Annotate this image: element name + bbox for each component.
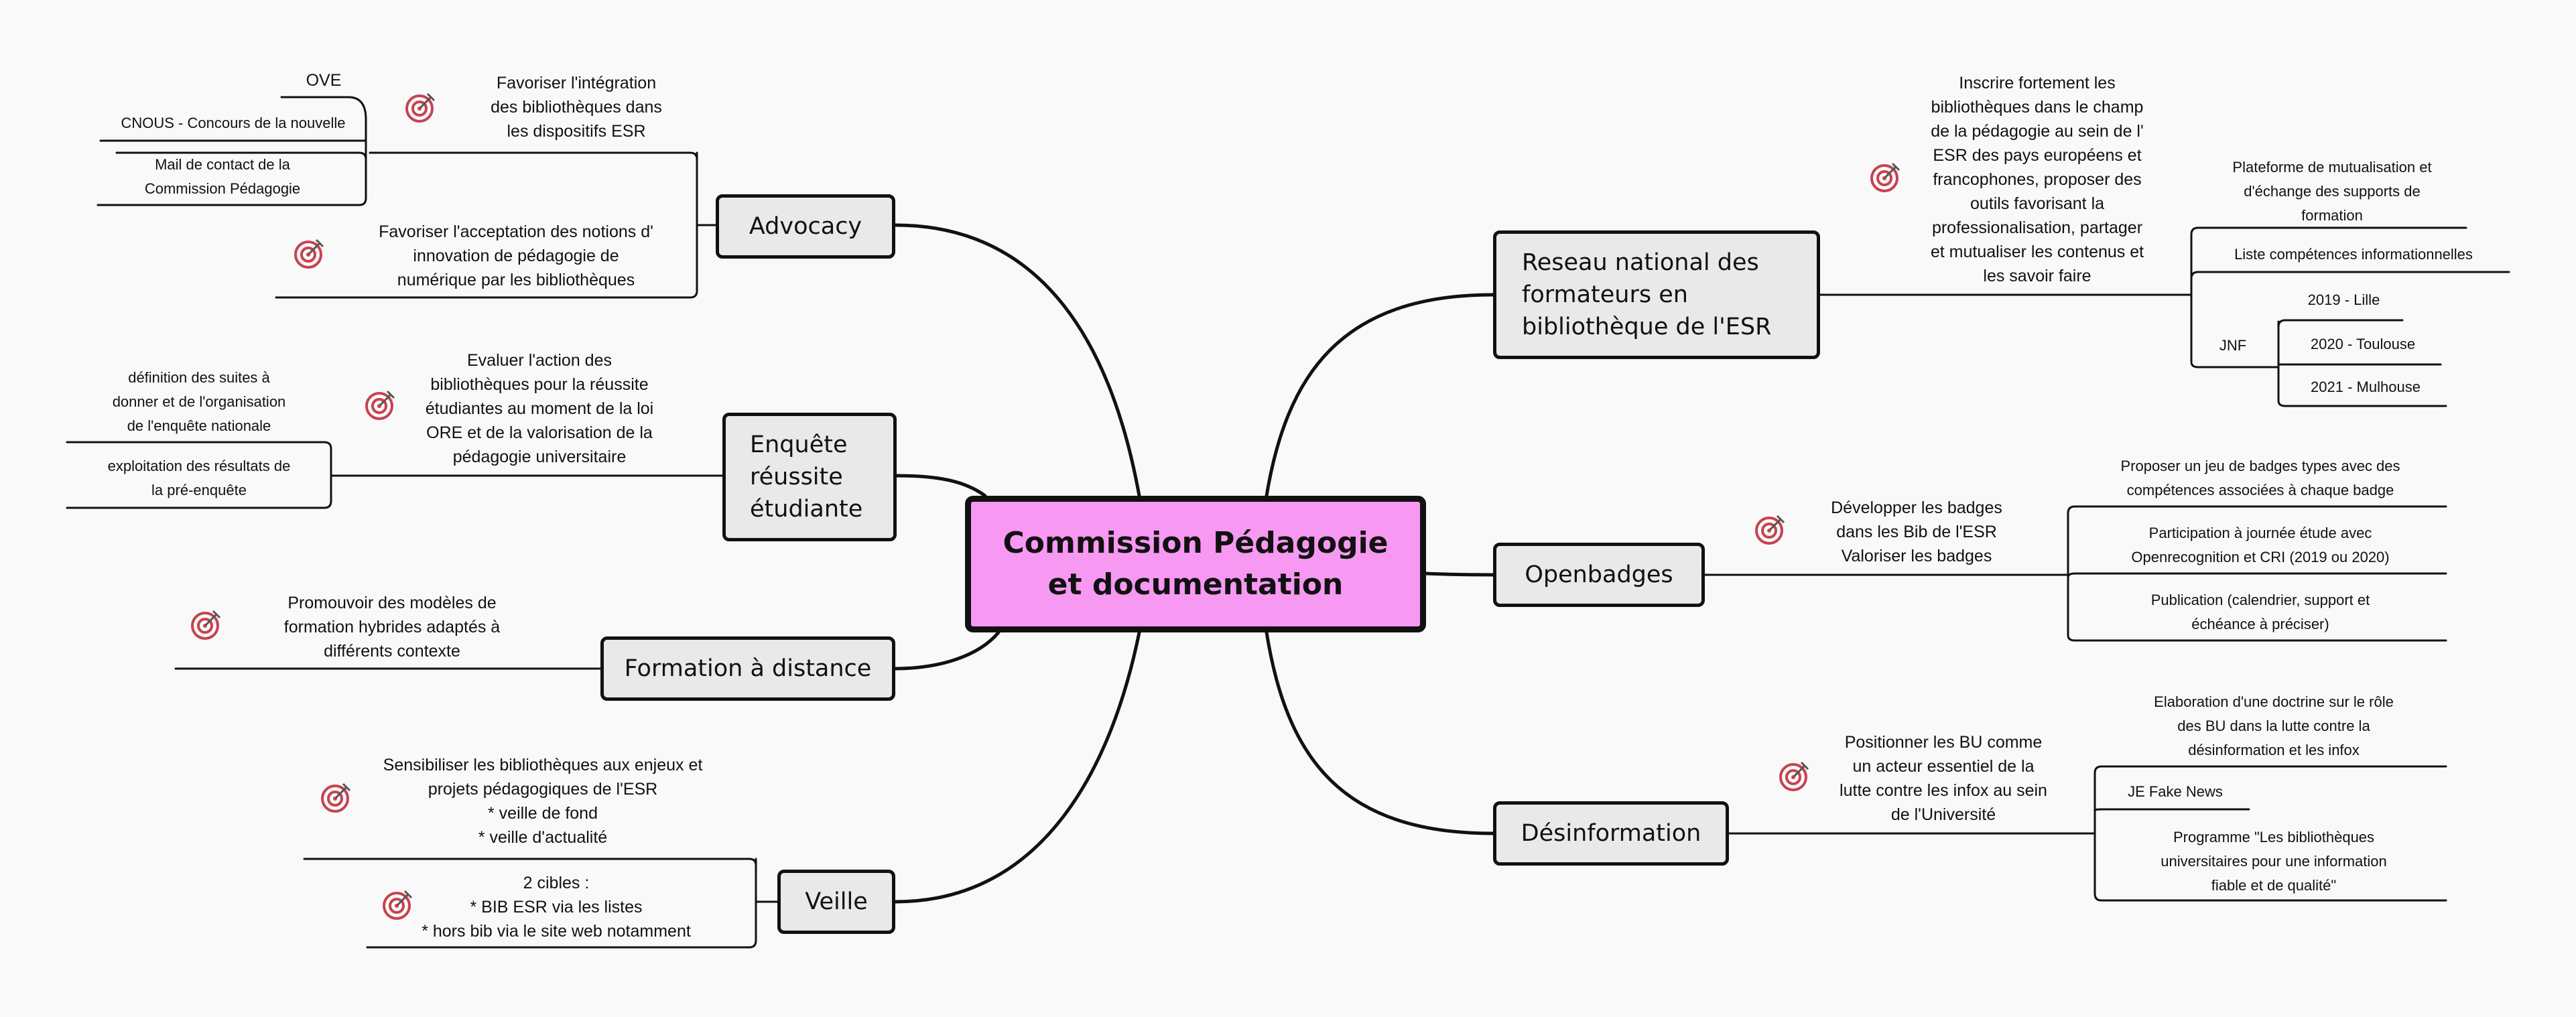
- enquete-item-definition[interactable]: définition des suites à donner et de l'o…: [112, 369, 286, 434]
- topic-desinformation-label: Désinformation: [1521, 820, 1701, 847]
- topic-desinformation[interactable]: Désinformation: [1493, 801, 1729, 866]
- advocacy-item-ove[interactable]: OVE: [306, 71, 342, 90]
- topic-formation-label: Formation à distance: [624, 655, 872, 682]
- topic-openbadges[interactable]: Openbadges: [1493, 543, 1705, 607]
- jnf-item-2021[interactable]: 2021 - Mulhouse: [2311, 379, 2421, 395]
- connector-central-openbadges: [1424, 571, 1495, 577]
- target-icon: [1870, 162, 1901, 192]
- openbadges-item-publication[interactable]: Publication (calendrier, support et éché…: [2150, 592, 2370, 632]
- target-icon: [294, 239, 324, 269]
- target-icon: [1779, 761, 1809, 791]
- topic-formation[interactable]: Formation à distance: [600, 636, 895, 701]
- desinformation-item-doctrine[interactable]: Elaboration d'une doctrine sur le rôle d…: [2154, 693, 2394, 758]
- reseau-jnf-label[interactable]: JNF: [2219, 337, 2247, 354]
- target-icon: [1755, 515, 1785, 545]
- topic-veille[interactable]: Veille: [777, 870, 895, 934]
- reseau-item-plateforme[interactable]: Plateforme de mutualisation et d'échange…: [2232, 159, 2432, 224]
- openbadges-item-journee-etude[interactable]: Participation à journée étude avec Openr…: [2131, 525, 2390, 565]
- target-icon: [191, 610, 221, 640]
- reseau-objective[interactable]: Inscrire fortement les bibliothèques dan…: [1930, 74, 2144, 285]
- desinformation-item-programme[interactable]: Programme "Les bibliothèques universitai…: [2161, 829, 2387, 894]
- veille-objective-cibles[interactable]: 2 cibles : * BIB ESR via les listes * ho…: [422, 874, 691, 941]
- central-topic[interactable]: Commission Pédagogie et documentation: [965, 496, 1426, 632]
- veille-objective-sensibiliser[interactable]: Sensibiliser les bibliothèques aux enjeu…: [383, 756, 703, 847]
- topic-advocacy[interactable]: Advocacy: [716, 194, 895, 259]
- jnf-item-2020[interactable]: 2020 - Toulouse: [2310, 336, 2416, 352]
- enquete-objective[interactable]: Evaluer l'action des bibliothèques pour …: [425, 351, 654, 466]
- topic-enquete[interactable]: Enquête réussite étudiante: [722, 413, 897, 541]
- connector-central-veille: [893, 630, 1141, 904]
- topic-advocacy-label: Advocacy: [749, 213, 862, 240]
- reseau-item-liste-competences[interactable]: Liste compétences informationnelles: [2234, 246, 2473, 263]
- connector-central-desinformation: [1265, 630, 1495, 835]
- formation-objective[interactable]: Promouvoir des modèles de formation hybr…: [283, 594, 501, 661]
- topic-reseau-label: Reseau national des formateurs en biblio…: [1522, 249, 1772, 340]
- openbadges-objective[interactable]: Développer les badges dans les Bib de l'…: [1831, 498, 2002, 565]
- desinformation-objective[interactable]: Positionner les BU comme un acteur essen…: [1840, 733, 2047, 824]
- topic-enquete-label: Enquête réussite étudiante: [750, 431, 863, 523]
- connector-central-advocacy: [893, 223, 1141, 498]
- jnf-item-2019[interactable]: 2019 - Lille: [2307, 291, 2380, 308]
- advocacy-objective-acceptation[interactable]: Favoriser l'acceptation des notions d' i…: [379, 222, 653, 289]
- topic-veille-label: Veille: [805, 888, 868, 915]
- advocacy-item-cnous[interactable]: CNOUS - Concours de la nouvelle: [121, 115, 346, 131]
- advocacy-objective-integration[interactable]: Favoriser l'intégration des bibliothèque…: [491, 74, 662, 141]
- target-icon: [405, 92, 436, 123]
- desinformation-item-je-fake-news[interactable]: JE Fake News: [2128, 783, 2223, 800]
- enquete-item-exploitation[interactable]: exploitation des résultats de la pré-enq…: [107, 458, 291, 498]
- connector-central-formation: [893, 630, 1001, 671]
- connector-central-enquete: [895, 474, 987, 498]
- openbadges-item-jeu-badges[interactable]: Proposer un jeu de badges types avec des…: [2120, 458, 2400, 498]
- topic-reseau[interactable]: Reseau national des formateurs en biblio…: [1493, 230, 1820, 359]
- connector-central-reseau: [1265, 293, 1495, 498]
- topic-openbadges-label: Openbadges: [1525, 561, 1673, 588]
- target-icon: [365, 390, 395, 420]
- advocacy-item-mail-contact[interactable]: Mail de contact de la Commission Pédagog…: [144, 156, 301, 197]
